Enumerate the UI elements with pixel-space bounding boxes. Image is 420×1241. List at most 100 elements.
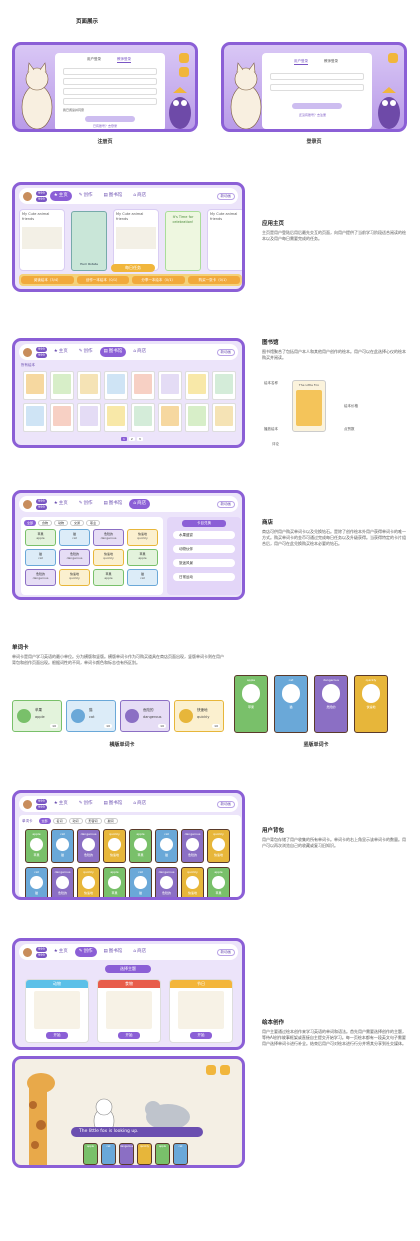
page-button[interactable]: 1	[121, 437, 127, 441]
book-detail-card[interactable]: The Little Fox	[292, 380, 326, 432]
new-animation-button[interactable]: 新动画	[216, 800, 235, 808]
book-card[interactable]	[23, 371, 47, 400]
tab-teacher[interactable]: 教师登录	[117, 57, 131, 64]
sound-icon[interactable]	[220, 1065, 230, 1075]
book-card[interactable]	[50, 403, 74, 432]
filter-verb[interactable]: 动词	[68, 818, 83, 824]
confirm-input[interactable]	[63, 88, 157, 95]
avatar[interactable]	[22, 798, 33, 810]
theme-start-button[interactable]: 开始	[190, 1032, 212, 1039]
tab-library[interactable]: ▤图书馆	[99, 347, 127, 357]
combo-item[interactable]: 日常运动	[173, 573, 235, 581]
combo-item[interactable]: 旅途风景	[173, 559, 235, 567]
tab-shop[interactable]: ⌂商店	[133, 949, 147, 954]
tab-create[interactable]: ✎创作	[78, 193, 93, 198]
username-input[interactable]	[63, 68, 157, 75]
register-button[interactable]	[85, 116, 135, 122]
filter-all[interactable]: 全部	[38, 818, 51, 824]
book-card[interactable]: My Cute animal friends	[113, 209, 159, 271]
book-card[interactable]	[212, 371, 236, 400]
task-item[interactable]: 购买一张卡（0/1）	[187, 276, 240, 284]
tab-create[interactable]: ✎创作	[78, 501, 93, 506]
book-card[interactable]	[23, 403, 47, 432]
task-item[interactable]: 分享一本绘本（0/1）	[132, 276, 185, 284]
avatar[interactable]	[22, 498, 33, 510]
task-item[interactable]: 创作一本绘本（0/1）	[76, 276, 129, 284]
filter-adv[interactable]: 副词	[103, 818, 118, 824]
answer-word-card[interactable]: cat	[173, 1143, 188, 1165]
book-card[interactable]	[104, 403, 128, 432]
tab-library[interactable]: ▤图书馆	[103, 501, 123, 506]
book-card[interactable]	[185, 403, 209, 432]
tab-user[interactable]: 用户登录	[294, 59, 308, 66]
book-card[interactable]: My Cute animal friends	[207, 209, 242, 271]
tab-shop[interactable]: ⌂商店	[133, 349, 147, 354]
tab-library[interactable]: ▤图书馆	[103, 193, 123, 198]
to-login-link[interactable]: 已有账号？去登录	[93, 124, 118, 128]
filter-adj[interactable]: 形容词	[84, 818, 102, 824]
tab-shop[interactable]: ⌂商店	[129, 499, 151, 509]
tab-shop[interactable]: ⌂商店	[133, 801, 147, 806]
answer-word-card[interactable]: dangerous	[119, 1143, 134, 1165]
book-card[interactable]	[158, 371, 182, 400]
answer-word-card[interactable]: apple	[83, 1143, 98, 1165]
tab-create[interactable]: ✎创作	[78, 349, 93, 354]
filter-traffic[interactable]: 交通	[70, 520, 85, 526]
task-item[interactable]: 阅读绘本（3/4）	[21, 276, 74, 284]
combo-item[interactable]: 水果盛宴	[173, 531, 235, 539]
tab-library[interactable]: ▤图书馆	[103, 801, 123, 806]
answer-word-card[interactable]: apple	[155, 1143, 170, 1165]
book-card[interactable]	[212, 403, 236, 432]
book-card[interactable]	[50, 371, 74, 400]
book-card[interactable]	[158, 403, 182, 432]
theme-card[interactable]: 动物开始	[25, 979, 89, 1043]
book-card[interactable]: My Cute animal friends	[19, 209, 65, 271]
sound-icon[interactable]	[179, 67, 189, 77]
theme-start-button[interactable]: 开始	[118, 1032, 140, 1039]
new-animation-button[interactable]: 新动画	[216, 348, 235, 356]
tab-user[interactable]: 用户登录	[87, 57, 101, 61]
new-animation-button[interactable]: 新动画	[216, 500, 235, 508]
password-input[interactable]	[63, 78, 157, 85]
settings-icon[interactable]	[388, 53, 398, 63]
theme-card[interactable]: 节日开始	[169, 979, 233, 1043]
book-cover[interactable]: It's Time for celebration!	[165, 211, 201, 271]
book-card[interactable]	[77, 371, 101, 400]
filter-animal[interactable]: 动物	[54, 520, 69, 526]
page-button[interactable]: 2	[128, 437, 135, 441]
tab-home[interactable]: ★主页	[53, 501, 68, 506]
book-card[interactable]	[131, 371, 155, 400]
tab-create[interactable]: ✎创作	[74, 947, 97, 957]
username-input[interactable]	[270, 73, 364, 80]
password-input[interactable]	[270, 84, 364, 91]
theme-card[interactable]: 食物开始	[97, 979, 161, 1043]
